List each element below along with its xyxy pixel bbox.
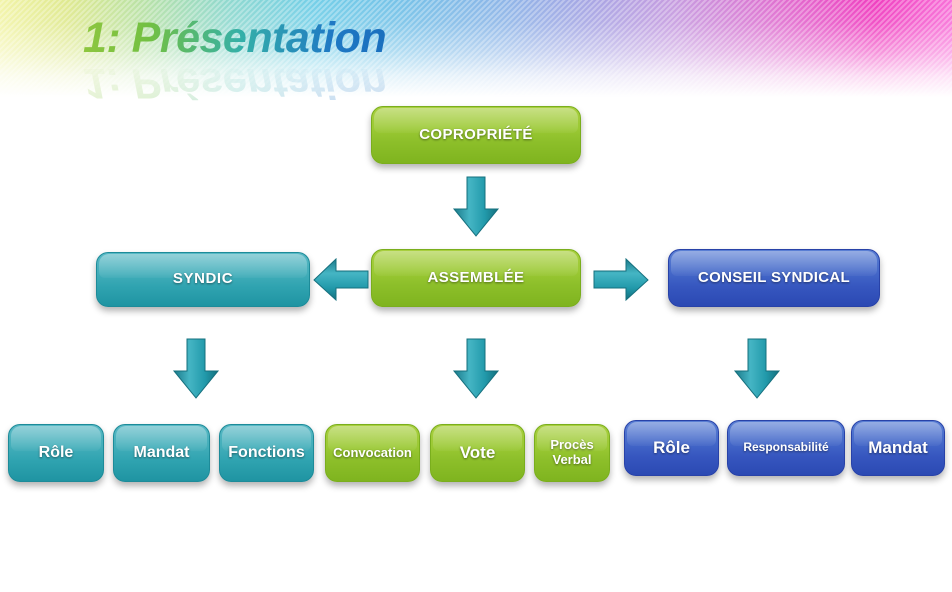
node-assemblee-vote-label: Vote <box>459 443 496 463</box>
node-assemblee-vote[interactable]: Vote <box>430 424 525 482</box>
node-conseil-responsabilite-label: Responsabilité <box>743 440 829 455</box>
corner-accent-bottom-right-icon <box>928 566 952 592</box>
arrow-syndic-to-children <box>172 338 220 400</box>
node-assemblee-convocation-label: Convocation <box>333 444 412 460</box>
node-conseil-syndical-label: CONSEIL SYNDICAL <box>697 268 851 286</box>
node-conseil-mandat-label: Mandat <box>868 438 928 458</box>
arrow-conseil-to-children <box>733 338 781 400</box>
node-syndic-role-label: Rôle <box>38 444 74 462</box>
node-conseil-syndical[interactable]: CONSEIL SYNDICAL <box>668 249 880 307</box>
node-syndic-fonctions-label: Fonctions <box>228 444 305 462</box>
node-conseil-role[interactable]: Rôle <box>624 420 719 476</box>
node-syndic[interactable]: SYNDIC <box>96 252 310 307</box>
node-copropriete-label: COPROPRIÉTÉ <box>419 125 533 143</box>
node-conseil-mandat[interactable]: Mandat <box>851 420 945 476</box>
corner-accent-bottom-left-icon <box>0 566 24 592</box>
node-assemblee[interactable]: ASSEMBLÉE <box>371 249 581 307</box>
node-assemblee-proces-verbal[interactable]: Procès Verbal <box>534 424 610 482</box>
node-conseil-role-label: Rôle <box>653 438 690 458</box>
arrow-assemblee-to-syndic <box>312 258 370 302</box>
slide-title-reflection: 1: Présentation <box>83 59 387 107</box>
node-syndic-fonctions[interactable]: Fonctions <box>219 424 314 482</box>
node-syndic-role[interactable]: Rôle <box>8 424 104 482</box>
arrow-assemblee-to-conseil <box>592 258 650 302</box>
node-assemblee-proces-verbal-line1: Procès <box>550 437 594 453</box>
node-syndic-mandat-label: Mandat <box>133 444 190 462</box>
node-syndic-mandat[interactable]: Mandat <box>113 424 210 482</box>
node-assemblee-proces-verbal-line2: Verbal <box>552 452 592 467</box>
page-title: 1: Présentation <box>83 14 387 62</box>
node-copropriete[interactable]: COPROPRIÉTÉ <box>371 106 581 164</box>
header-gradient-band <box>0 0 952 97</box>
node-syndic-label: SYNDIC <box>172 270 234 288</box>
arrow-copropriete-to-assemblee <box>452 176 500 238</box>
node-assemblee-convocation[interactable]: Convocation <box>325 424 420 482</box>
arrow-assemblee-to-children <box>452 338 500 400</box>
node-assemblee-proces-verbal-label: Procès Verbal <box>550 438 593 467</box>
node-assemblee-label: ASSEMBLÉE <box>427 268 525 286</box>
node-conseil-responsabilite[interactable]: Responsabilité <box>727 420 845 476</box>
